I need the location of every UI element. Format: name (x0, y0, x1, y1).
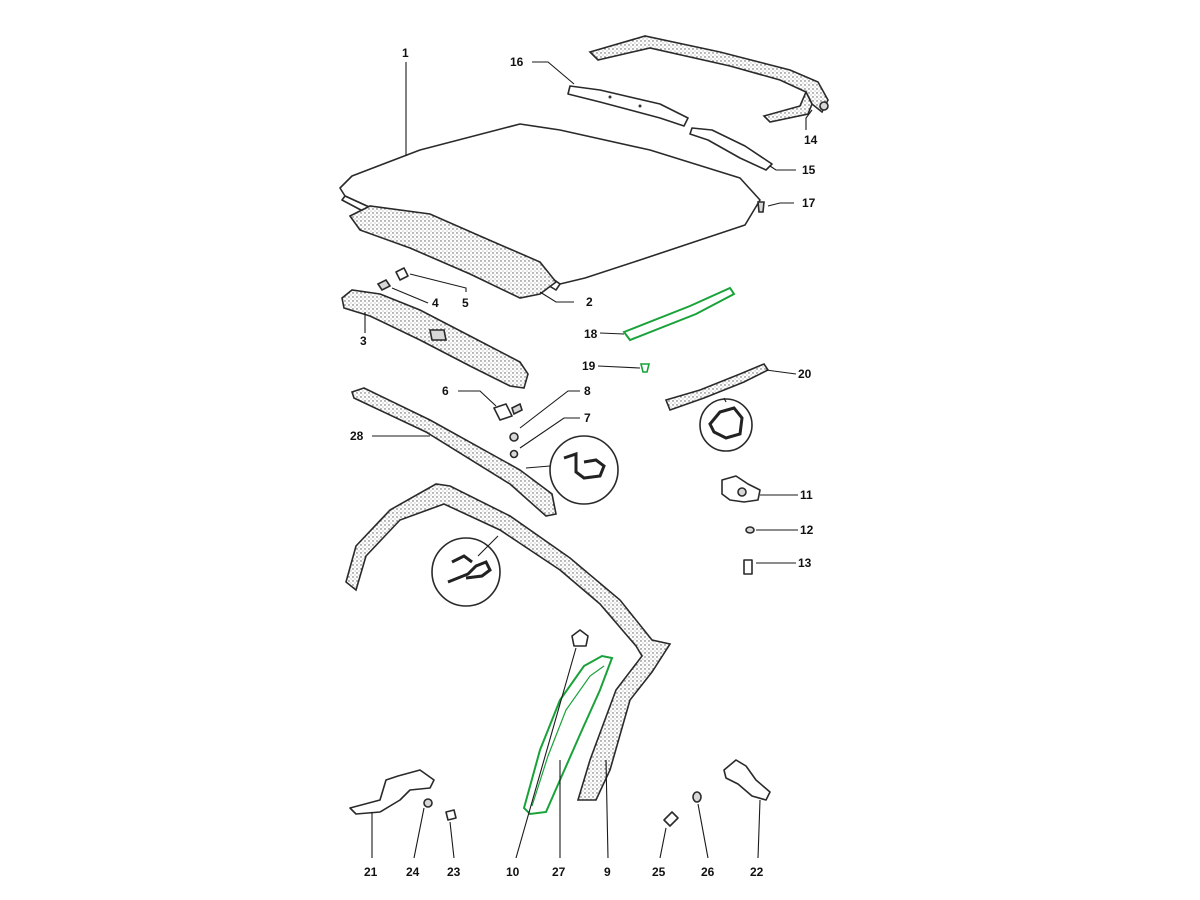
trim-strip-part (689, 127, 773, 171)
screw-23-part (445, 809, 457, 821)
bracket-part (493, 402, 523, 421)
callout-9: 9 (604, 865, 611, 879)
callout-26: 26 (701, 865, 715, 879)
callout-20: 20 (798, 367, 812, 381)
callout-18: 18 (584, 327, 598, 341)
callout-11: 11 (800, 488, 813, 502)
callout-3: 3 (360, 334, 367, 348)
callout-7: 7 (584, 411, 591, 425)
headliner-part (348, 205, 558, 299)
callout-1: 1 (402, 46, 409, 60)
leader-lines (364, 61, 813, 859)
roof-strip-part (567, 85, 689, 127)
callout-15: 15 (802, 163, 816, 177)
callout-5: 5 (462, 296, 469, 310)
door-frame-seal-part (345, 483, 672, 801)
latch-part (723, 759, 771, 801)
nut-part (509, 432, 519, 459)
callout-6: 6 (442, 384, 449, 398)
callout-16: 16 (510, 55, 524, 69)
nut-26-part (692, 791, 702, 803)
callout-27: 27 (552, 865, 566, 879)
rear-window-frame-part (588, 35, 829, 123)
roof-rail-trim-part (350, 387, 557, 517)
cross-member-part (341, 289, 529, 389)
callout-17: 17 (802, 196, 816, 210)
section-detail-circle (549, 435, 619, 505)
callout-21: 21 (364, 865, 378, 879)
clip-part (395, 267, 409, 281)
bolt-part (743, 559, 753, 575)
callout-14: 14 (804, 133, 818, 147)
seal-clip-part (571, 629, 589, 647)
lower-hinge-part (349, 769, 435, 815)
section-detail-circle (431, 537, 501, 607)
washer-part (745, 526, 755, 534)
callout-4: 4 (432, 296, 439, 310)
callout-19: 19 (582, 359, 596, 373)
window-seal-strip-part[interactable] (522, 654, 614, 816)
screw-part (376, 278, 392, 292)
screw-17-part (757, 201, 765, 213)
callout-12: 12 (800, 523, 814, 537)
side-rail-strip-part[interactable] (622, 286, 736, 342)
section-detail-circle (699, 398, 753, 452)
callout-25: 25 (652, 865, 666, 879)
small-clip-part (639, 363, 651, 373)
hinge-bracket-part (721, 475, 761, 503)
callout-23: 23 (447, 865, 461, 879)
bolt-25-part (663, 811, 679, 827)
callout-2: 2 (586, 295, 593, 309)
callout-24: 24 (406, 865, 420, 879)
callout-10: 10 (506, 865, 520, 879)
callout-28: 28 (350, 429, 364, 443)
nut-24-part (423, 798, 433, 808)
callout-8: 8 (584, 384, 591, 398)
callout-13: 13 (798, 556, 812, 570)
callout-22: 22 (750, 865, 764, 879)
roof-panel-part (339, 123, 761, 291)
